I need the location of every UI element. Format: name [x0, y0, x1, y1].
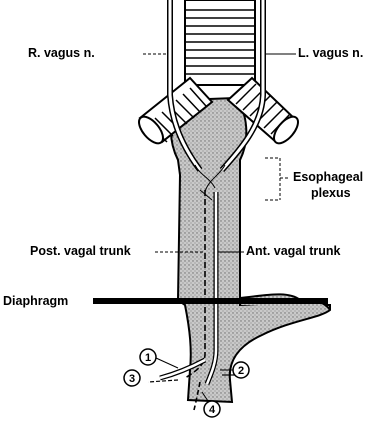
branch-marker-1: 1	[140, 349, 156, 365]
svg-text:2: 2	[238, 365, 244, 377]
svg-text:3: 3	[129, 373, 135, 385]
label-ant-vagal-trunk: Ant. vagal trunk	[246, 244, 341, 258]
label-post-vagal-trunk: Post. vagal trunk	[30, 244, 131, 258]
branch-marker-4: 4	[204, 401, 220, 417]
label-esophageal: Esophageal	[293, 170, 363, 184]
svg-text:4: 4	[209, 404, 216, 416]
svg-text:1: 1	[145, 352, 151, 364]
trachea	[185, 0, 255, 85]
branch-marker-3: 3	[124, 370, 140, 386]
diaphragm-bar	[93, 298, 328, 304]
label-diaphragm: Diaphragm	[3, 294, 68, 308]
branch-marker-2: 2	[233, 362, 249, 378]
label-l-vagus: L. vagus n.	[298, 46, 363, 60]
label-r-vagus: R. vagus n.	[28, 46, 95, 60]
label-plexus: plexus	[311, 186, 351, 200]
